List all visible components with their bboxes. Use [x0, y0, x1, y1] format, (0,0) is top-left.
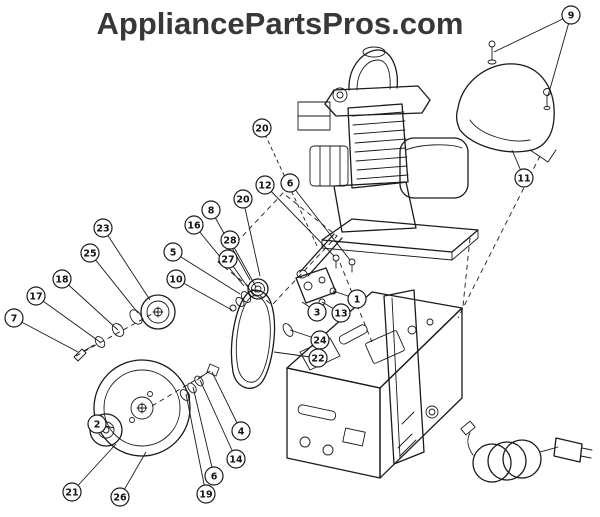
- svg-text:1: 1: [354, 295, 361, 306]
- svg-text:20: 20: [255, 124, 269, 135]
- callout-13: 13: [321, 301, 351, 323]
- callout-14: 14: [199, 379, 246, 469]
- svg-text:8: 8: [208, 206, 215, 217]
- callout-28: 28: [220, 230, 257, 288]
- svg-text:2: 2: [94, 420, 101, 431]
- cover-bolt: [487, 40, 497, 65]
- frame-side-channel: [383, 289, 439, 465]
- pulley-large: [93, 359, 191, 457]
- svg-text:16: 16: [187, 221, 201, 232]
- cylinder-fins: [347, 103, 409, 189]
- callout-10: 10: [166, 269, 233, 311]
- callout-27: 27: [218, 249, 255, 297]
- idler-bracket: [295, 267, 337, 306]
- alignment-dashed-lines: [75, 155, 541, 407]
- svg-text:13: 13: [334, 309, 347, 320]
- svg-text:24: 24: [313, 336, 327, 347]
- primer-cap: [332, 87, 348, 103]
- callout-11: 11: [511, 149, 534, 188]
- callout-6: 6: [192, 386, 224, 486]
- callout-7: 7: [4, 308, 79, 353]
- svg-text:9: 9: [568, 11, 575, 22]
- engine-base-plate: [321, 218, 479, 273]
- svg-text:21: 21: [65, 488, 78, 499]
- engine-pulley-assembly: [229, 278, 294, 337]
- drive-belt: [230, 289, 276, 389]
- callout-24: 24: [289, 329, 330, 350]
- svg-text:27: 27: [221, 255, 234, 266]
- callout-21: 21: [62, 443, 117, 502]
- belt-cover: [456, 40, 557, 163]
- svg-text:20: 20: [236, 195, 250, 206]
- svg-text:3: 3: [314, 308, 321, 319]
- power-cord: [460, 420, 593, 483]
- svg-text:6: 6: [287, 179, 294, 190]
- svg-text:10: 10: [169, 275, 183, 286]
- callout-17: 17: [26, 286, 101, 343]
- callout-19: 19: [185, 393, 216, 504]
- svg-text:28: 28: [223, 236, 237, 247]
- svg-text:12: 12: [258, 181, 271, 192]
- svg-text:22: 22: [311, 354, 324, 365]
- engine-assembly: [296, 46, 479, 279]
- svg-text:7: 7: [11, 314, 18, 325]
- washer-stack-left: [73, 309, 143, 362]
- svg-text:25: 25: [83, 249, 96, 260]
- bolt-and-washers-bottom: [179, 363, 220, 401]
- svg-text:23: 23: [96, 224, 109, 235]
- svg-text:6: 6: [211, 472, 218, 483]
- callout-6: 6: [280, 173, 351, 261]
- air-cleaner: [297, 101, 331, 131]
- cover-screw: [543, 88, 551, 110]
- svg-text:17: 17: [29, 292, 42, 303]
- callout-22: 22: [273, 348, 328, 368]
- callout-20: 20: [252, 118, 319, 249]
- callout-9: 9: [493, 5, 581, 97]
- muffler: [309, 145, 349, 187]
- callout-3: 3: [301, 301, 327, 322]
- callout-2: 2: [87, 414, 115, 434]
- watermark-text: AppliancePartsPros.com: [97, 6, 464, 41]
- plug: [553, 437, 583, 463]
- callout-20: 20: [233, 189, 261, 277]
- svg-text:26: 26: [113, 493, 127, 504]
- crankshaft: [296, 233, 343, 279]
- pulley-medium: [140, 294, 176, 330]
- engine-block-lower: [333, 181, 417, 233]
- svg-text:4: 4: [238, 427, 245, 438]
- svg-text:19: 19: [199, 490, 212, 501]
- svg-text:5: 5: [170, 248, 177, 259]
- fuel-tank: [399, 137, 469, 199]
- callout-12: 12: [255, 175, 335, 257]
- callout-16: 16: [184, 215, 245, 287]
- recoil-starter-handle: [348, 46, 398, 91]
- callout-18: 18: [52, 269, 119, 331]
- svg-text:18: 18: [55, 275, 69, 286]
- engine-top-housing: [324, 85, 431, 117]
- svg-text:11: 11: [517, 174, 530, 185]
- bolt-4: [206, 363, 220, 377]
- callout-23: 23: [93, 218, 151, 301]
- svg-text:14: 14: [229, 455, 243, 466]
- callout-4: 4: [211, 371, 251, 441]
- callout-26: 26: [110, 451, 147, 507]
- bolt-7: [73, 348, 87, 362]
- callout-1: 1: [332, 289, 367, 309]
- callout-5: 5: [163, 242, 241, 295]
- callout-25: 25: [80, 243, 139, 314]
